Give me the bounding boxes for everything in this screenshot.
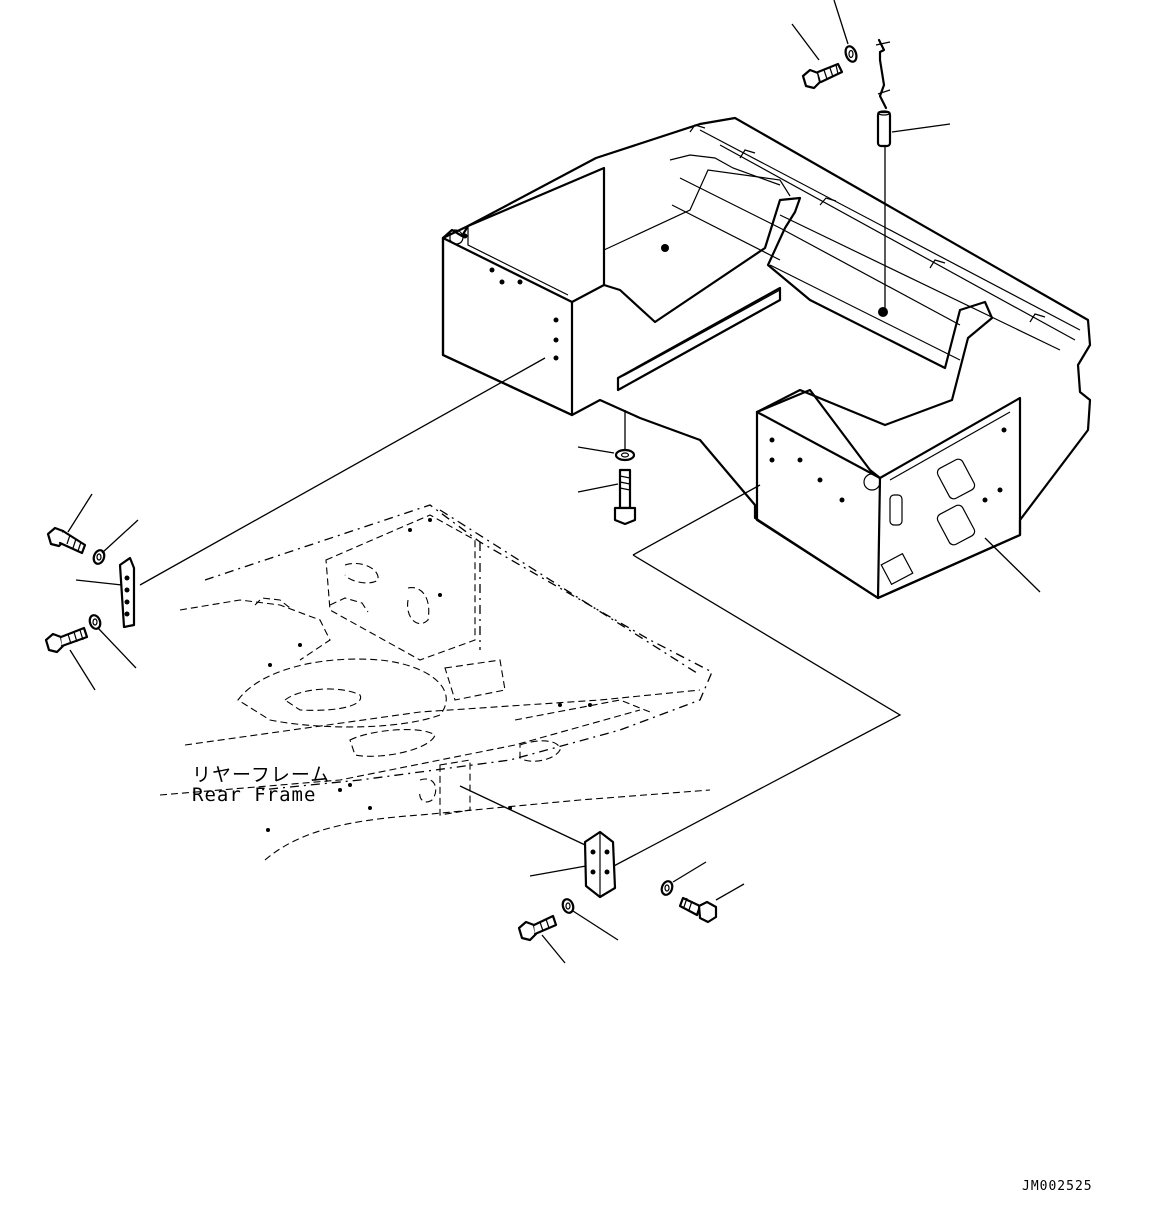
counterweight xyxy=(441,116,1092,600)
washer-center xyxy=(614,448,636,462)
bolt-lower-right xyxy=(678,896,718,924)
bolt-left-lower xyxy=(44,626,89,654)
rear-frame-label-en: Rear Frame xyxy=(192,784,317,806)
callout-leaders xyxy=(67,0,1041,964)
bolt-lower-left xyxy=(517,914,558,942)
bracket-left xyxy=(118,556,136,629)
bolt-top xyxy=(801,62,844,90)
lifting-pin xyxy=(875,38,892,148)
washer-top xyxy=(844,45,858,63)
bolt-left-upper xyxy=(46,526,87,555)
drawing-code: JM002525 xyxy=(1022,1179,1093,1194)
washer-lower-right xyxy=(660,880,674,896)
rear-frame-label-jp: リヤーフレーム xyxy=(192,764,331,786)
frame-holes xyxy=(462,233,1007,503)
bolt-center xyxy=(613,468,637,526)
washer-left-upper xyxy=(92,549,106,565)
rear-frame xyxy=(159,504,713,861)
washer-lower-left xyxy=(561,898,575,914)
washer-left-lower xyxy=(88,614,102,630)
bracket-lower xyxy=(583,830,617,899)
assembly-lines xyxy=(139,130,902,869)
rear-frame-holes xyxy=(266,518,592,832)
